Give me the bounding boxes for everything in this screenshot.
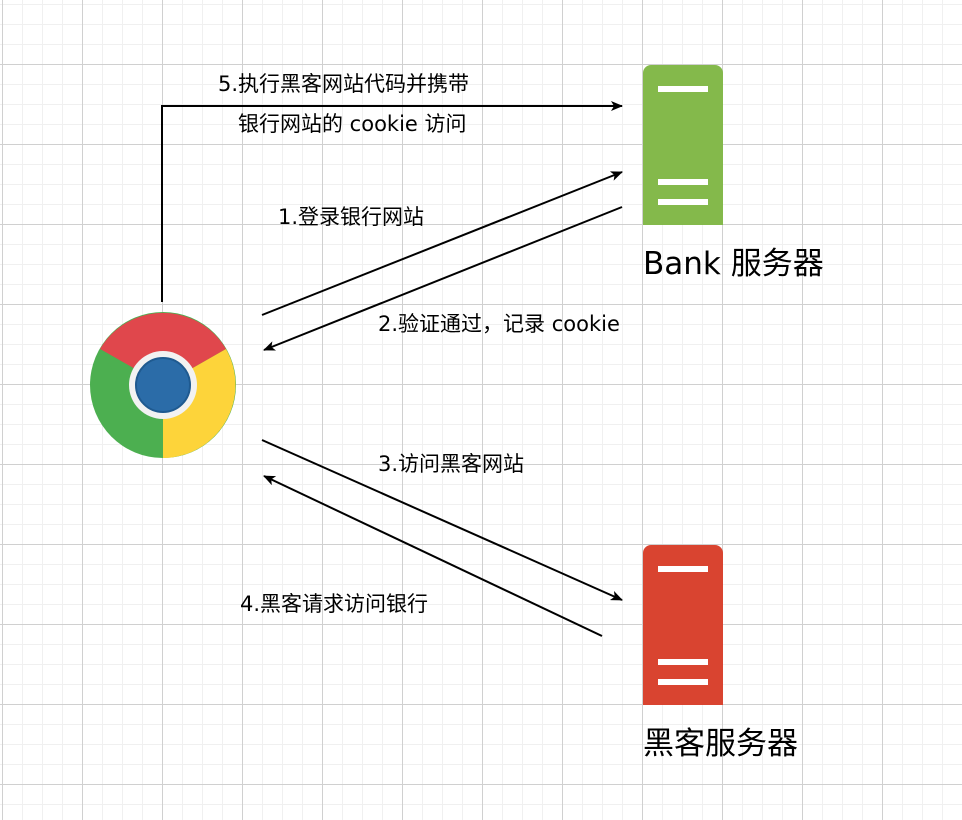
arrow-step5 (161, 101, 623, 302)
step3-label: 3.访问黑客网站 (378, 452, 525, 476)
arrow-step3 (261, 439, 623, 601)
arrow-step4 (263, 475, 603, 637)
hacker-server-icon (643, 545, 723, 705)
bank-server-label: Bank 服务器 (643, 246, 824, 282)
step5-label-line2: 银行网站的 cookie 访问 (238, 112, 467, 136)
arrow-step1 (261, 171, 623, 316)
step2-label: 2.验证通过，记录 cookie (378, 312, 620, 336)
step4-label: 4.黑客请求访问银行 (240, 592, 429, 616)
arrow-step2 (263, 206, 623, 351)
step5-label-line1: 5.执行黑客网站代码并携带 (218, 72, 470, 96)
chrome-icon (90, 312, 236, 458)
hacker-server-label: 黑客服务器 (643, 726, 798, 762)
bank-server-icon (643, 65, 723, 225)
step1-label: 1.登录银行网站 (278, 205, 425, 229)
